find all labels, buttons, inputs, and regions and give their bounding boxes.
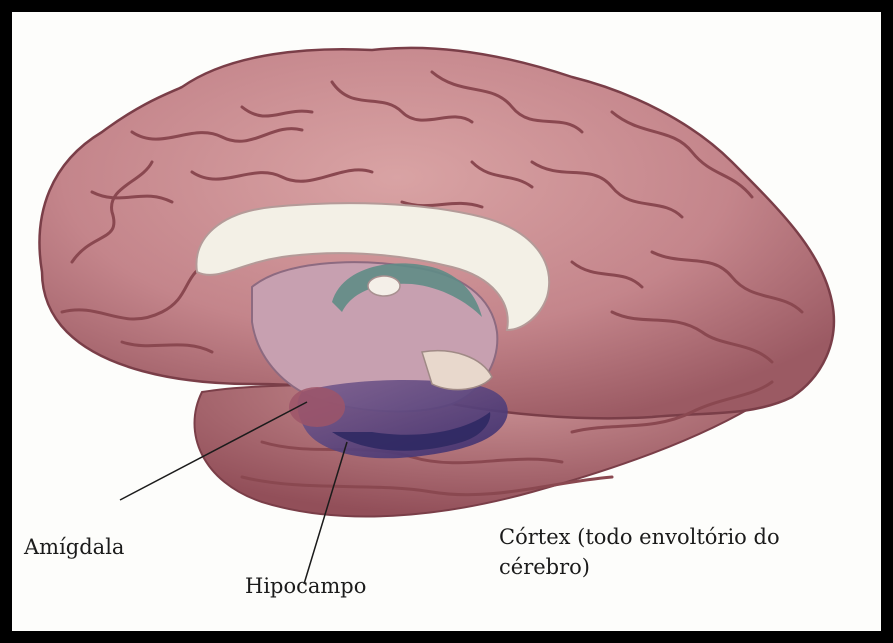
amygdala-label: Amígdala xyxy=(24,532,124,562)
hippocampus-label: Hipocampo xyxy=(245,571,366,601)
illustration-canvas: Amígdala Hipocampo Córtex (todo envoltór… xyxy=(12,12,881,631)
cortex-label: Córtex (todo envoltório do cérebro) xyxy=(499,522,874,582)
mammillary-body xyxy=(368,276,400,296)
